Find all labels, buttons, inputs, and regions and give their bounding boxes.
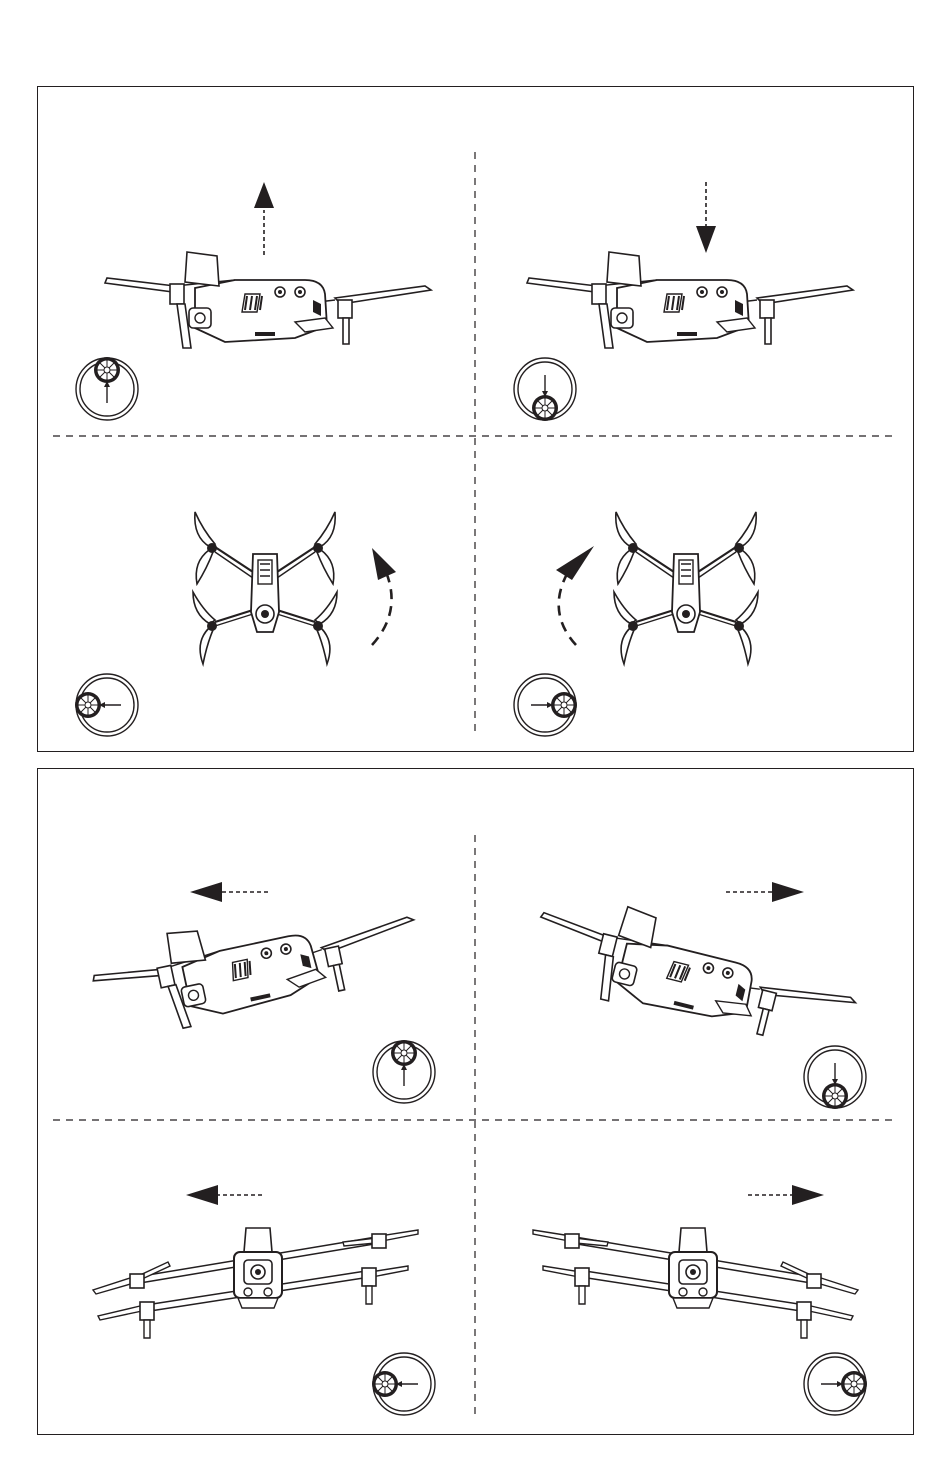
drone-front-view-tilted: [533, 1228, 858, 1338]
motion-arrow-left: [190, 882, 268, 902]
stick-icon-left: [372, 1353, 435, 1415]
rotation-arrow-clockwise: [556, 546, 594, 645]
motion-arrow-left: [186, 1185, 262, 1205]
bottom-panel-dividers: [53, 835, 898, 1418]
drone-front-view-tilted: [93, 1228, 418, 1338]
cell-ascend: [76, 182, 431, 420]
stick-icon-right: [514, 674, 577, 736]
cell-roll-right: [533, 1185, 867, 1415]
drone-side-view-tilted: [87, 883, 426, 1045]
motion-arrow-right: [748, 1185, 824, 1205]
cell-roll-left: [93, 1185, 435, 1415]
stick-icon-down: [514, 358, 576, 421]
cell-rotate-left: [75, 512, 396, 736]
motion-arrow-up: [254, 182, 274, 255]
stick-icon-left: [75, 674, 138, 736]
drone-side-view-tilted: [525, 887, 865, 1059]
cell-rotate-right: [514, 512, 758, 736]
drone-top-view: [614, 512, 758, 664]
top-panel-dividers: [53, 152, 898, 735]
cell-descend: [514, 182, 853, 421]
rotation-arrow-counterclockwise: [372, 548, 396, 645]
stick-icon-up: [373, 1040, 435, 1103]
motion-arrow-right: [726, 882, 804, 902]
motion-arrow-down: [696, 182, 716, 253]
cell-pitch-forward: [87, 882, 435, 1103]
cell-pitch-backward: [525, 882, 866, 1109]
stick-icon-right: [804, 1353, 867, 1415]
stick-icon-down: [804, 1046, 866, 1109]
drone-top-view: [193, 512, 337, 664]
stick-icon-up: [76, 357, 138, 420]
drone-side-view: [105, 252, 431, 348]
drone-side-view: [527, 252, 853, 348]
